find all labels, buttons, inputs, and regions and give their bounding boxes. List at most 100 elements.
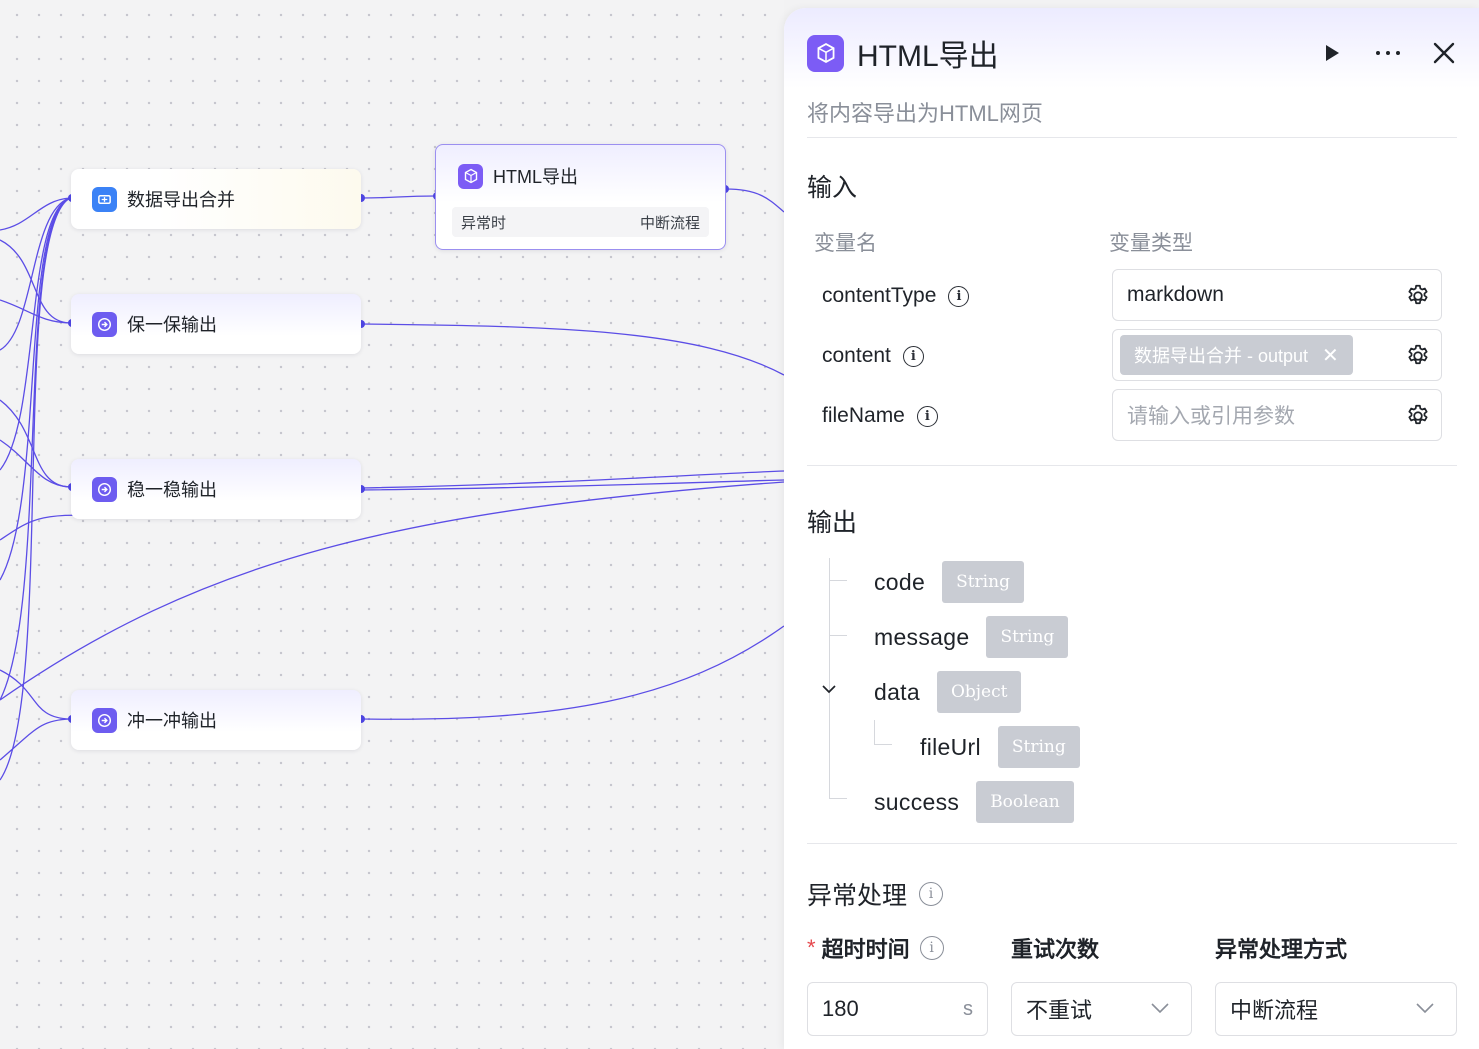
output-icon — [92, 311, 117, 337]
info-icon[interactable]: i — [916, 405, 938, 427]
tree-line — [829, 798, 847, 799]
edge — [360, 625, 784, 720]
panel-title: HTML导出 — [857, 40, 999, 73]
error-title-text: 异常处理 — [807, 882, 908, 910]
edge — [360, 470, 784, 489]
output-field-name: code — [874, 568, 926, 595]
output-field-fileUrl: fileUrl String — [920, 726, 1080, 768]
retry-label: 重试次数 — [1011, 937, 1100, 962]
gear-icon[interactable] — [1405, 403, 1431, 429]
edge — [0, 197, 71, 471]
input-var-contentType: contentType i — [822, 284, 970, 308]
output-field-name: fileUrl — [920, 733, 981, 760]
node-output-1[interactable]: 保一保输出 — [71, 294, 361, 354]
info-icon[interactable]: i — [919, 936, 944, 960]
error-section-title: 异常处理 i — [807, 876, 944, 912]
divider — [807, 465, 1457, 466]
output-field-success: success Boolean — [874, 781, 1074, 823]
output-field-code: code String — [874, 561, 1024, 603]
output-field-name: message — [874, 623, 970, 650]
output-field-name: data — [874, 678, 920, 705]
info-icon[interactable]: i — [919, 882, 944, 906]
output-icon — [92, 707, 117, 733]
timeout-unit: s — [963, 997, 973, 1020]
node-error-row: 异常时 中断流程 — [452, 207, 709, 237]
reference-tag[interactable]: 数据导出合并 - output ✕ — [1120, 335, 1353, 375]
timeout-label-text: 超时时间 — [821, 937, 910, 962]
close-icon[interactable] — [1429, 38, 1459, 68]
input-var-content: content i — [822, 344, 924, 368]
edge — [0, 197, 71, 581]
required-mark: * — [807, 935, 816, 960]
node-output-2[interactable]: 稳一稳输出 — [71, 459, 361, 519]
node-title: 稳一稳输出 — [127, 480, 217, 500]
contentType-field[interactable]: markdown — [1112, 269, 1442, 321]
more-icon[interactable] — [1373, 38, 1403, 68]
input-var-fileName: fileName i — [822, 404, 938, 428]
workflow-canvas[interactable]: 数据导出合并 HTML导出 异常时 中断流程 保一保输出 稳一稳输出 — [0, 0, 784, 1049]
output-icon — [92, 476, 117, 502]
content-field[interactable]: 数据导出合并 - output ✕ — [1112, 329, 1442, 381]
tree-line — [874, 720, 875, 744]
error-mode: 中断流程 — [639, 214, 700, 232]
type-badge: String — [997, 726, 1080, 768]
node-title: 保一保输出 — [127, 315, 217, 335]
edge — [360, 323, 784, 376]
cube-icon — [807, 34, 844, 72]
tree-line — [874, 744, 892, 745]
fileName-field[interactable]: 请输入或引用参数 — [1112, 389, 1442, 441]
node-config-panel: HTML导出 将内容导出为HTML网页 输入 变量名 变量类型 contentT… — [784, 8, 1479, 1049]
edge — [0, 481, 784, 701]
tree-line — [829, 558, 830, 798]
chevron-down-icon[interactable] — [820, 680, 838, 703]
close-icon[interactable]: ✕ — [1322, 344, 1339, 367]
edge — [0, 399, 71, 488]
edge — [0, 439, 71, 488]
field-value: markdown — [1127, 283, 1224, 306]
panel-actions — [1291, 34, 1459, 72]
gear-icon[interactable] — [1405, 343, 1431, 369]
var-label: fileName — [822, 404, 905, 427]
edge — [0, 669, 71, 720]
edge — [360, 195, 436, 199]
cube-icon — [458, 163, 483, 189]
column-header-name: 变量名 — [814, 232, 877, 255]
tree-line — [829, 635, 847, 636]
edge — [0, 239, 71, 324]
gear-icon[interactable] — [1405, 283, 1431, 309]
node-output-3[interactable]: 冲一冲输出 — [71, 690, 361, 750]
error-mode-value: 中断流程 — [1230, 998, 1319, 1023]
edge — [0, 299, 71, 324]
info-icon[interactable]: i — [902, 345, 924, 367]
chevron-down-icon — [1151, 1003, 1169, 1014]
node-data-export-merge[interactable]: 数据导出合并 — [71, 169, 361, 229]
edge — [0, 197, 71, 351]
edge — [0, 197, 71, 231]
edge — [360, 479, 784, 491]
type-badge: String — [986, 616, 1069, 658]
timeout-value: 180 — [822, 996, 859, 1021]
chevron-down-icon — [1416, 1003, 1434, 1014]
retry-select[interactable]: 不重试 — [1011, 982, 1192, 1036]
node-html-export[interactable]: HTML导出 异常时 中断流程 — [435, 144, 726, 250]
panel-header: HTML导出 — [807, 34, 1459, 73]
var-label: contentType — [822, 284, 937, 307]
error-mode-select[interactable]: 中断流程 — [1215, 982, 1457, 1036]
retry-value: 不重试 — [1026, 998, 1093, 1023]
divider — [807, 843, 1457, 844]
divider — [807, 137, 1457, 138]
edge — [0, 718, 71, 761]
output-field-name: success — [874, 788, 960, 815]
output-section-title: 输出 — [807, 509, 858, 537]
play-icon[interactable] — [1317, 38, 1347, 68]
output-field-message: message String — [874, 616, 1069, 658]
node-title: 冲一冲输出 — [127, 711, 217, 731]
var-label: content — [822, 344, 891, 367]
panel-header-bg — [784, 8, 1479, 88]
info-icon[interactable]: i — [948, 285, 970, 307]
input-section-title: 输入 — [807, 174, 858, 202]
timeout-input[interactable]: 180 s — [807, 982, 988, 1036]
output-field-data: data Object — [874, 671, 1022, 713]
type-badge: Boolean — [976, 781, 1074, 823]
panel-description: 将内容导出为HTML网页 — [807, 101, 1043, 126]
